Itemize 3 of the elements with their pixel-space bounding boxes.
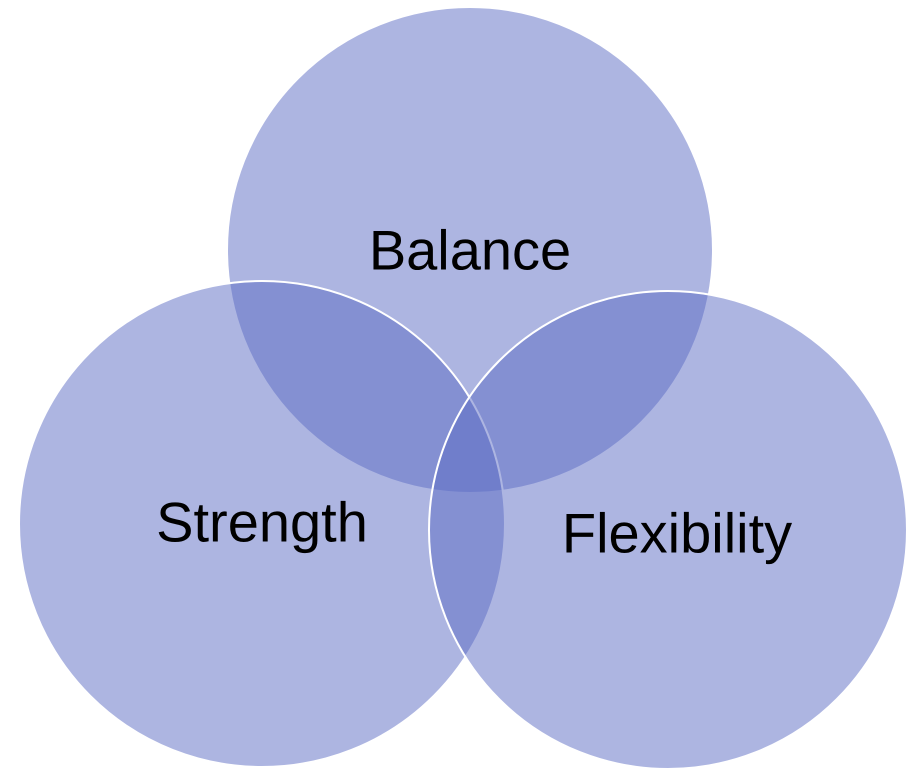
circle-label: Flexibility [562, 500, 792, 566]
circle-label: Strength [156, 490, 368, 554]
circle-label: Balance [368, 218, 572, 282]
